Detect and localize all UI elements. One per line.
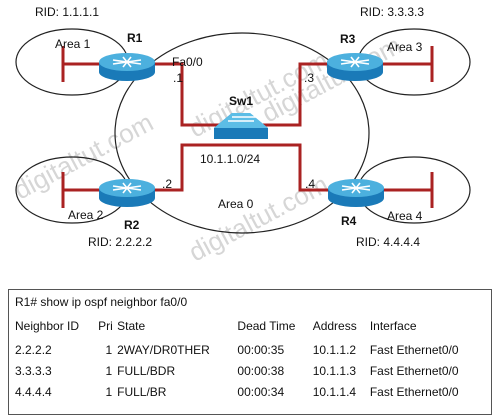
neighbor-table: Neighbor ID Pri State Dead Time Address … [15, 318, 485, 405]
link-r2-sw1 [153, 143, 242, 192]
col-interface: Interface [369, 319, 417, 333]
cell-pri: 1 [105, 385, 113, 399]
r1-rid-label: RID: 1.1.1.1 [35, 5, 99, 19]
r4-ip-suffix: .4 [305, 177, 315, 191]
router-r3-icon[interactable] [327, 53, 383, 81]
area-0-label: Area 0 [218, 197, 254, 211]
link-r4-sw1 [242, 143, 331, 192]
ospf-topology-diagram: digitaltut.com digitaltut.com digitaltut… [9, 5, 471, 267]
area-1-label: Area 1 [55, 37, 91, 51]
cell-interface: Fast Ethernet0/0 [369, 343, 459, 357]
r1-name-label: R1 [127, 31, 143, 45]
area-0-ellipse [114, 32, 370, 234]
col-neighbor-id: Neighbor ID [15, 319, 80, 333]
cell-neighbor-id: 4.4.4.4 [15, 385, 52, 399]
col-address: Address [312, 319, 357, 333]
table-row: 4.4.4.4 1 FULL/BR 00:00:34 10.1.1.4 Fast… [15, 384, 485, 405]
cell-address: 10.1.1.2 [312, 343, 357, 357]
table-row: 2.2.2.2 1 2WAY/DR0THER 00:00:35 10.1.1.2… [15, 342, 485, 363]
router-r4-icon[interactable] [328, 179, 384, 207]
cell-interface: Fast Ethernet0/0 [369, 385, 459, 399]
cell-neighbor-id: 3.3.3.3 [15, 364, 52, 378]
col-pri: Pri [98, 319, 113, 333]
cell-dead-time: 00:00:34 [237, 385, 285, 399]
r3-name-label: R3 [340, 32, 356, 46]
col-dead-time: Dead Time [237, 319, 296, 333]
subnet-label: 10.1.1.0/24 [200, 152, 260, 166]
area-2-label: Area 2 [68, 208, 104, 222]
r2-name-label: R2 [124, 218, 140, 232]
cell-address: 10.1.1.4 [312, 385, 357, 399]
cell-neighbor-id: 2.2.2.2 [15, 343, 52, 357]
cli-output-panel: R1# show ip ospf neighbor fa0/0 Neighbor… [8, 289, 492, 415]
cell-interface: Fast Ethernet0/0 [369, 364, 459, 378]
cell-address: 10.1.1.3 [312, 364, 357, 378]
r3-rid-label: RID: 3.3.3.3 [360, 5, 424, 19]
switch-name-label: Sw1 [229, 94, 253, 108]
r4-name-label: R4 [341, 214, 357, 228]
link-r1-sw1 [155, 62, 242, 127]
cell-dead-time: 00:00:38 [237, 364, 285, 378]
cli-command: R1# show ip ospf neighbor fa0/0 [15, 295, 188, 309]
r2-rid-label: RID: 2.2.2.2 [88, 235, 152, 249]
cell-dead-time: 00:00:35 [237, 343, 285, 357]
router-r2-icon[interactable] [99, 179, 155, 207]
area-3-label: Area 3 [387, 40, 423, 54]
cell-pri: 1 [105, 343, 113, 357]
neighbor-table-header: Neighbor ID Pri State Dead Time Address … [15, 318, 485, 342]
network-links [61, 46, 434, 208]
cell-state: FULL/BDR [117, 364, 176, 378]
switch-sw1-icon[interactable] [214, 113, 268, 139]
link-r3-sw1 [242, 62, 328, 127]
r2-ip-suffix: .2 [162, 177, 172, 191]
r1-interface-label: Fa0/0 [172, 55, 203, 69]
cell-state: FULL/BR [117, 385, 167, 399]
col-state: State [117, 319, 146, 333]
cell-pri: 1 [105, 364, 113, 378]
area-4-label: Area 4 [387, 209, 423, 223]
r4-rid-label: RID: 4.4.4.4 [356, 235, 420, 249]
table-row: 3.3.3.3 1 FULL/BDR 00:00:38 10.1.1.3 Fas… [15, 363, 485, 384]
r1-ip-suffix: .1 [173, 71, 183, 85]
r3-ip-suffix: .3 [304, 71, 314, 85]
router-r1-icon[interactable] [99, 53, 155, 81]
cell-state: 2WAY/DR0THER [117, 343, 210, 357]
